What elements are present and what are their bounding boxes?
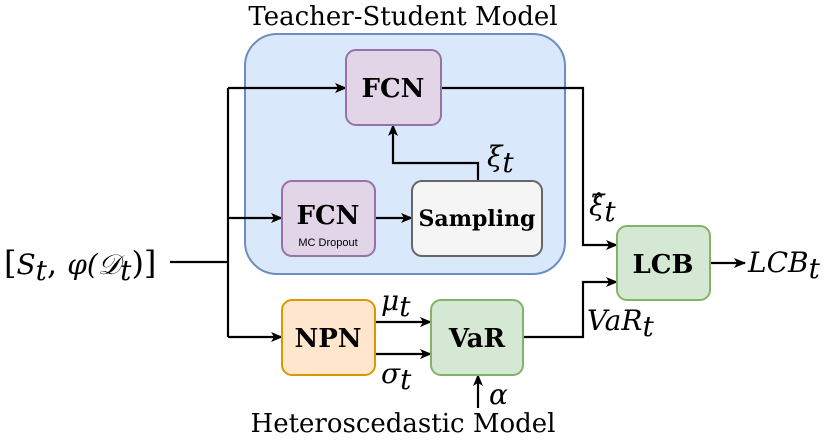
teacher-student-region-title: Teacher-Student Model <box>248 2 557 32</box>
mu-label: μt <box>381 284 411 323</box>
npn-node <box>281 299 376 376</box>
fcn-top-node <box>345 49 442 126</box>
lcb-node <box>616 225 711 301</box>
var-node <box>430 299 524 376</box>
input-s: S <box>16 248 35 281</box>
sigma-label: σt <box>381 357 412 396</box>
alpha-label: α <box>489 378 508 411</box>
lcb-label: LCB <box>633 250 694 280</box>
npn-label: NPN <box>294 324 361 354</box>
input-phi: φ( <box>67 248 99 281</box>
input-open-bracket: [ <box>4 244 16 282</box>
fcn-mc-dropout-node <box>281 180 376 257</box>
heteroscedastic-region-title: Heteroscedastic Model <box>251 409 556 439</box>
input-s-sub: t <box>36 254 48 287</box>
xi-label: ξt <box>487 140 514 179</box>
fcn-mc-label: FCN <box>297 201 360 231</box>
var-output-label: VaRt <box>587 304 654 343</box>
edge-fcn-top-to-lcb <box>441 86 618 250</box>
input-expression: [St, φ(𝒟t)] <box>4 244 156 287</box>
sampling-label: Sampling <box>419 206 536 232</box>
xi-hat-label: ξ̂t <box>589 189 616 228</box>
edge-var-to-lcb <box>523 277 618 339</box>
sampling-node <box>411 180 543 257</box>
fcn-top-label: FCN <box>362 74 425 104</box>
lcb-output-label: LCBt <box>747 246 821 285</box>
edge-sampling-to-fcn-top <box>388 124 480 181</box>
input-d-sub: t <box>120 254 132 287</box>
input-comma: , <box>47 244 67 282</box>
fcn-mc-sublabel: MC Dropout <box>298 237 357 249</box>
input-close: )] <box>131 244 156 282</box>
var-label: VaR <box>448 324 506 354</box>
